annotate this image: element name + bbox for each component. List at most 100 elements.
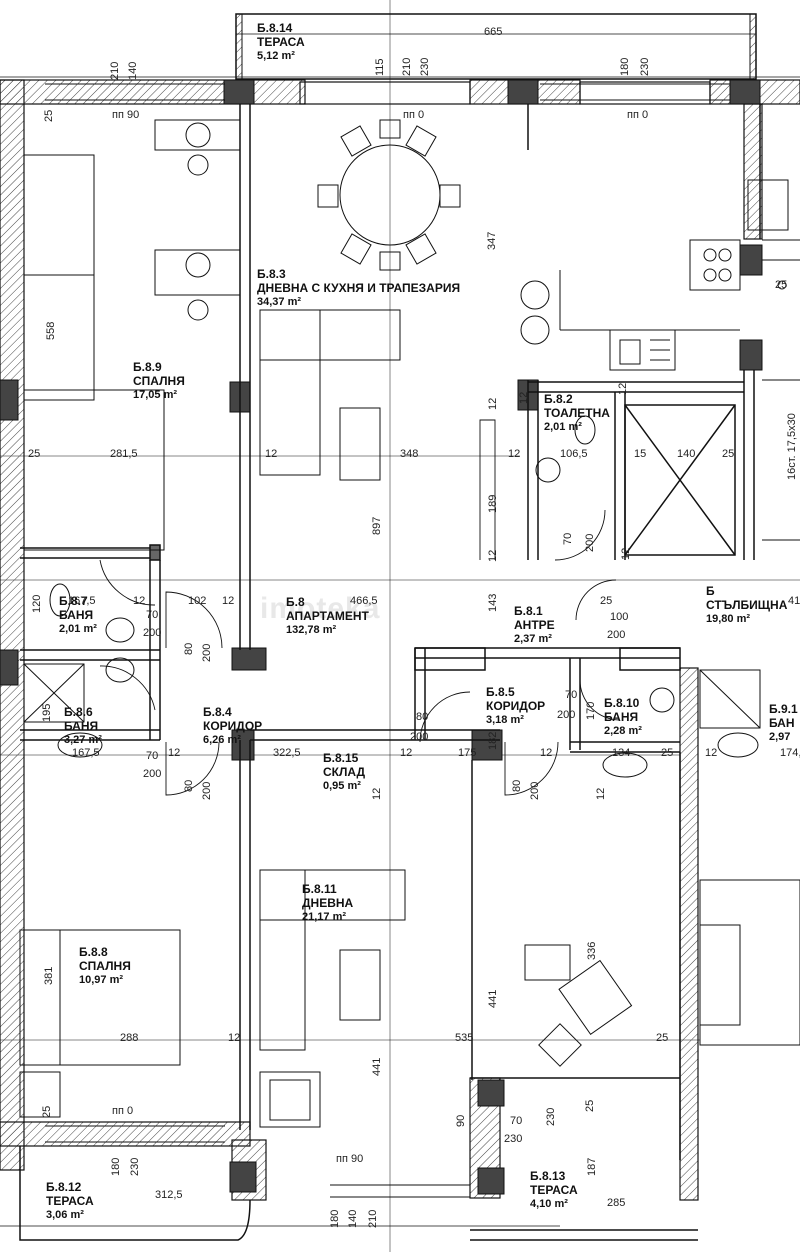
dimension-text: 558	[45, 321, 57, 340]
dimension-text: 200	[557, 709, 576, 721]
dimension-text: 174,	[780, 747, 800, 759]
dimension-text: 12	[518, 391, 530, 404]
interior-walls	[20, 104, 761, 1241]
room-area: 34,37 m²	[257, 295, 302, 308]
dimension-text: 12	[595, 787, 607, 800]
dimension-text: 347	[486, 231, 498, 250]
room-name: БАНЯ	[604, 709, 639, 724]
dimension-text: 167,5	[72, 747, 100, 759]
lower-furniture	[19, 869, 800, 1128]
room-label-corridor-b84: Б.8.4 КОРИДОР 6,26 m²	[203, 705, 263, 746]
dimension-text: 281,5	[110, 448, 138, 460]
dimension-text: 180	[329, 1209, 341, 1228]
terrace-left-edge	[19, 1146, 251, 1241]
windows	[45, 83, 730, 1198]
dimension-text: 180	[110, 1157, 122, 1176]
dimension-text: 210	[367, 1209, 379, 1228]
watermark: imoteka	[260, 592, 381, 625]
dimension-text: 15	[634, 448, 647, 460]
room-code: Б.8.3	[257, 267, 286, 281]
dimension-text: 175	[458, 747, 477, 759]
dimension-text: 12	[222, 595, 235, 607]
room-area: 2,37 m²	[514, 632, 552, 645]
room-area: 2,28 m²	[604, 724, 642, 737]
room-label-entrance: Б.8.1 АНТРЕ 2,37 m²	[514, 604, 555, 645]
dimension-text: 170	[585, 701, 597, 720]
dimension-text: 25	[722, 448, 735, 460]
bedroom-b89-furniture	[23, 119, 241, 551]
dimension-text: 195	[41, 703, 53, 722]
dimension-text: 200	[143, 627, 162, 639]
door-swings	[99, 419, 621, 796]
dimension-text: 288	[120, 1032, 139, 1044]
room-name: СПАЛНЯ	[133, 373, 185, 388]
staircase-lines	[762, 239, 800, 541]
room-area: 2,01 m²	[59, 622, 97, 635]
room-area: 0,95 m²	[323, 779, 361, 792]
room-name: ТЕРАСА	[530, 1182, 578, 1197]
room-name: ДНЕВНА С КУХНЯ И ТРАПЕЗАРИЯ	[257, 280, 461, 295]
dimension-text: 200	[410, 731, 429, 743]
room-name: БАНЯ	[59, 607, 94, 622]
dimension-text: 25	[584, 1099, 596, 1112]
dimension-text: 200	[201, 781, 213, 800]
room-area: 4,10 m²	[530, 1197, 568, 1210]
dimension-text: 285	[607, 1197, 626, 1209]
room-label-bedroom-b89: Б.8.9 СПАЛНЯ 17,05 m²	[133, 360, 185, 401]
room-area: 3,06 m²	[46, 1208, 84, 1221]
dimension-text: 210	[401, 57, 413, 76]
room-area: 5,12 m²	[257, 49, 295, 62]
room-name: БАН	[769, 715, 795, 730]
dimension-text: 12	[400, 747, 413, 759]
dimension-text: 140	[347, 1209, 359, 1228]
room-label-terrace-b814: Б.8.14 ТЕРАСА 5,12 m²	[257, 21, 305, 62]
dimension-text: 102	[188, 595, 207, 607]
dimension-text: 230	[419, 57, 431, 76]
dimension-text: 180	[619, 57, 631, 76]
dimension-text: 25	[656, 1032, 669, 1044]
room-name: ДНЕВНА	[302, 895, 354, 910]
dimension-text: 12	[540, 747, 553, 759]
room-label-living-b811: Б.8.11 ДНЕВНА 21,17 m²	[302, 882, 354, 923]
room-label-apartment: Б.8 АПАРТАМЕНТ 132,78 m²	[286, 595, 369, 636]
dimension-text: 106,5	[560, 448, 588, 460]
dimension-text: 41	[788, 595, 800, 607]
dimension-text: 115	[374, 58, 386, 76]
dimension-text: 189	[487, 494, 499, 513]
room-label-bedroom-b88: Б.8.8 СПАЛНЯ 10,97 m²	[79, 945, 131, 986]
dimension-text: 16ст. 17,5х30	[786, 413, 798, 480]
dimension-text: пп 90	[112, 109, 140, 121]
room-label-terrace-b813: Б.8.13 ТЕРАСА 4,10 m²	[530, 1169, 578, 1210]
dimension-text: пп 0	[627, 109, 649, 121]
dimension-text: 200	[607, 629, 626, 641]
room-label-bath-b87: Б.8.7 БАНЯ 2,01 m²	[59, 594, 97, 635]
room-label-living-kitchen: Б.8.3 ДНЕВНА С КУХНЯ И ТРАПЕЗАРИЯ 34,37 …	[257, 267, 461, 308]
dimension-text: пп 0	[403, 109, 425, 121]
dimension-text: 230	[639, 57, 651, 76]
room-area: 2,97	[769, 730, 791, 743]
dimension-text: 230	[129, 1157, 141, 1176]
dimension-text: 25	[41, 1105, 53, 1118]
dimension-text: 200	[529, 781, 541, 800]
room-label-storage: Б.8.15 СКЛАД 0,95 m²	[323, 751, 365, 792]
dimension-text: 80	[183, 642, 195, 655]
room-code: Б.8.6	[64, 705, 93, 719]
room-area: 2,01 m²	[544, 420, 582, 433]
dimension-text: 200	[143, 768, 162, 780]
dimension-text: пп 0	[112, 1105, 134, 1117]
bathroom-fixtures	[23, 415, 761, 778]
columns	[0, 79, 763, 1195]
dimension-text: 12	[705, 747, 718, 759]
dimension-text: 70	[510, 1115, 523, 1127]
dimension-text: 70	[146, 609, 159, 621]
dimension-text: 70	[565, 689, 578, 701]
room-name: КОРИДОР	[203, 718, 263, 733]
dimension-text: 100	[610, 611, 629, 623]
dimension-text: 12	[487, 397, 499, 410]
room-code: Б.8.14	[257, 21, 293, 35]
dimension-text: 12	[508, 448, 521, 460]
dimension-text: 466,5	[350, 595, 378, 607]
room-area: 3,27 m²	[64, 733, 102, 746]
dimension-text: 441	[371, 1057, 383, 1076]
